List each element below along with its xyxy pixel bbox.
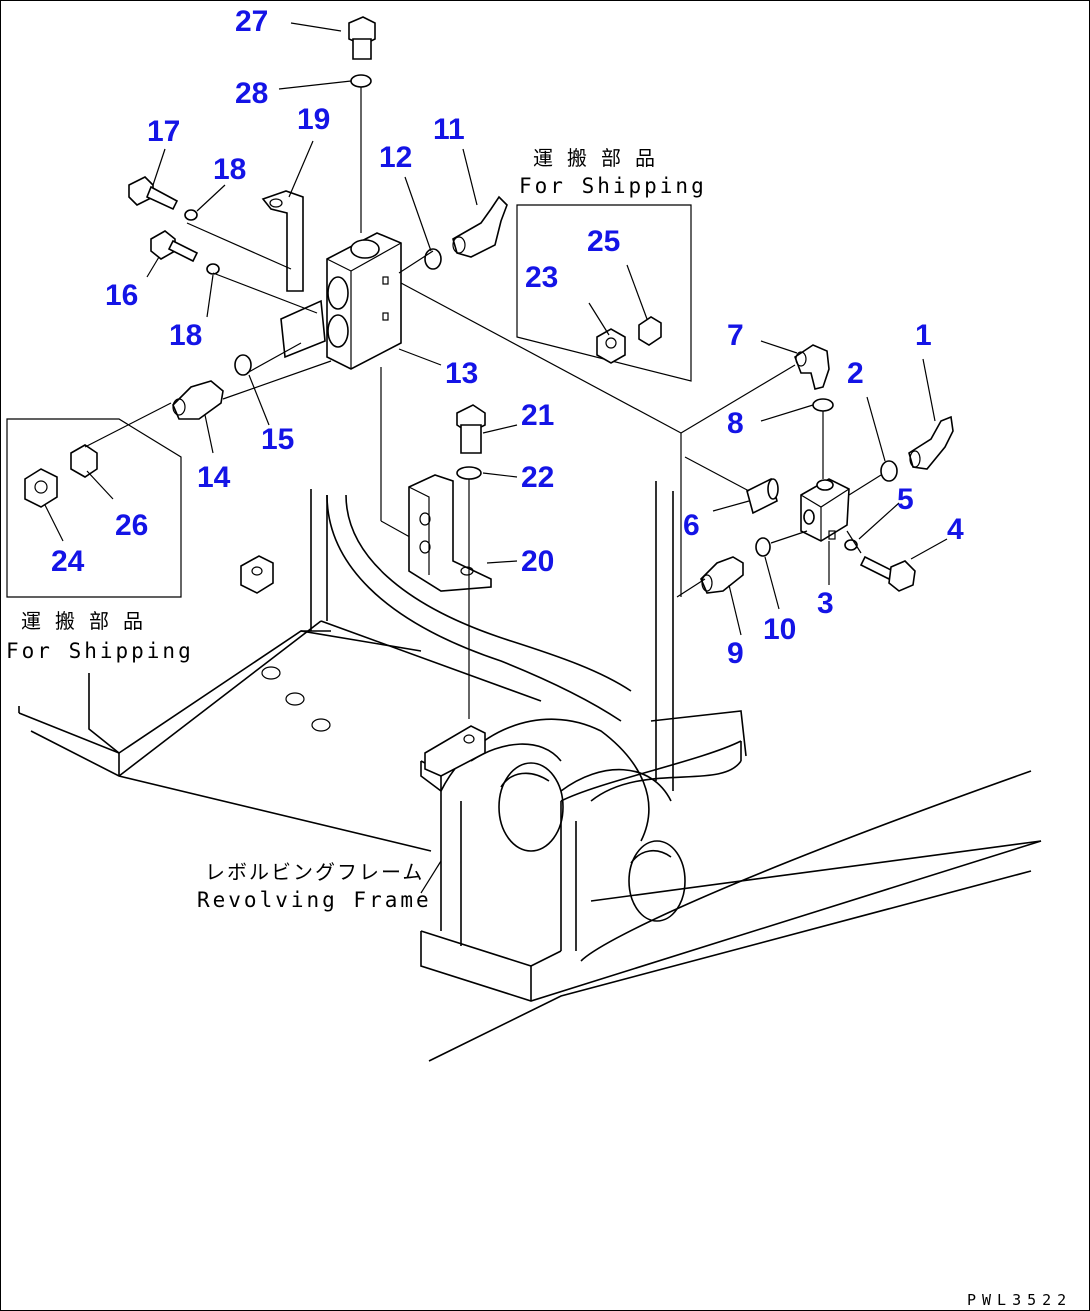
callout-28: 28 — [235, 77, 268, 110]
callout-23: 23 — [525, 261, 558, 294]
callout-27: 27 — [235, 5, 268, 38]
callout-1: 1 — [915, 319, 932, 352]
revolving-frame — [18, 481, 1042, 1062]
callout-2: 2 — [847, 357, 864, 390]
frame-label-jp: レボルビングフレーム — [205, 860, 424, 884]
valve-block-assembly — [128, 16, 682, 542]
shipping-right-jp: 運搬部品 — [533, 146, 669, 170]
callout-12: 12 — [379, 141, 412, 174]
callout-numbers: 27 28 17 18 19 16 18 12 11 13 15 14 26 2… — [51, 5, 964, 670]
callout-4: 4 — [947, 513, 964, 546]
callout-18-lower: 18 — [169, 319, 202, 352]
shipping-left-en: For Shipping — [6, 639, 194, 663]
callout-6: 6 — [683, 509, 700, 542]
shipping-box-left: 運搬部品 For Shipping — [6, 402, 194, 663]
callout-17: 17 — [147, 115, 180, 148]
shipping-box-right: 運搬部品 For Shipping — [516, 146, 707, 382]
callout-8: 8 — [727, 407, 744, 440]
callout-21: 21 — [521, 399, 554, 432]
callout-22: 22 — [521, 461, 554, 494]
callout-leaders — [44, 22, 948, 636]
right-valve-assembly — [676, 344, 954, 598]
callout-5: 5 — [897, 483, 914, 516]
callout-18-upper: 18 — [213, 153, 246, 186]
shipping-right-en: For Shipping — [519, 174, 707, 198]
callout-13: 13 — [445, 357, 478, 390]
shipping-left-jp: 運搬部品 — [21, 609, 157, 633]
callout-19: 19 — [297, 103, 330, 136]
bracket-assembly — [408, 404, 492, 719]
callout-10: 10 — [763, 613, 796, 646]
frame-label: レボルビングフレーム Revolving Frame — [197, 860, 442, 912]
callout-11: 11 — [433, 113, 465, 146]
callout-3: 3 — [817, 587, 834, 620]
callout-7: 7 — [727, 319, 744, 352]
callout-14: 14 — [197, 461, 231, 494]
drawing-code: PWL3522 — [967, 1291, 1072, 1309]
callout-16: 16 — [105, 279, 138, 312]
callout-26: 26 — [115, 509, 148, 542]
callout-9: 9 — [727, 637, 744, 670]
callout-15: 15 — [261, 423, 294, 456]
callout-24: 24 — [51, 545, 85, 578]
callout-25: 25 — [587, 225, 620, 258]
callout-20: 20 — [521, 545, 554, 578]
frame-label-en: Revolving Frame — [197, 888, 432, 912]
